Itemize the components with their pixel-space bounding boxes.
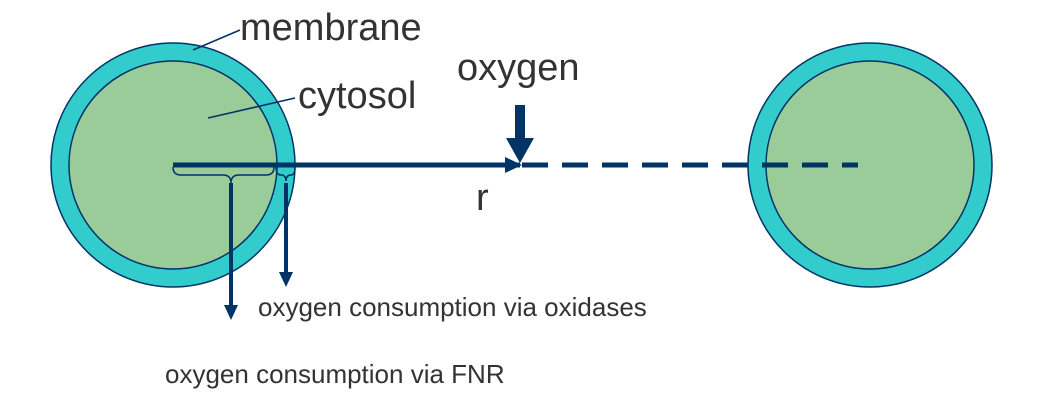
membrane-label: membrane [240, 7, 422, 49]
oxygen-label: oxygen [457, 47, 580, 89]
right-cell [747, 42, 993, 288]
fnr-label: oxygen consumption via FNR [165, 359, 505, 389]
oxidases-arrowhead [279, 272, 293, 287]
oxygen-arrowhead [506, 138, 534, 163]
membrane-brace [275, 166, 296, 182]
oxidases-label: oxygen consumption via oxidases [258, 292, 647, 322]
fnr-arrowhead [224, 305, 238, 320]
radius-arrowhead [505, 157, 522, 173]
cytosol-label: cytosol [298, 75, 416, 117]
right-cytosol [765, 60, 975, 270]
radius-label: r [476, 177, 489, 219]
membrane-leader [192, 29, 241, 51]
cytosol-leader [207, 97, 296, 119]
